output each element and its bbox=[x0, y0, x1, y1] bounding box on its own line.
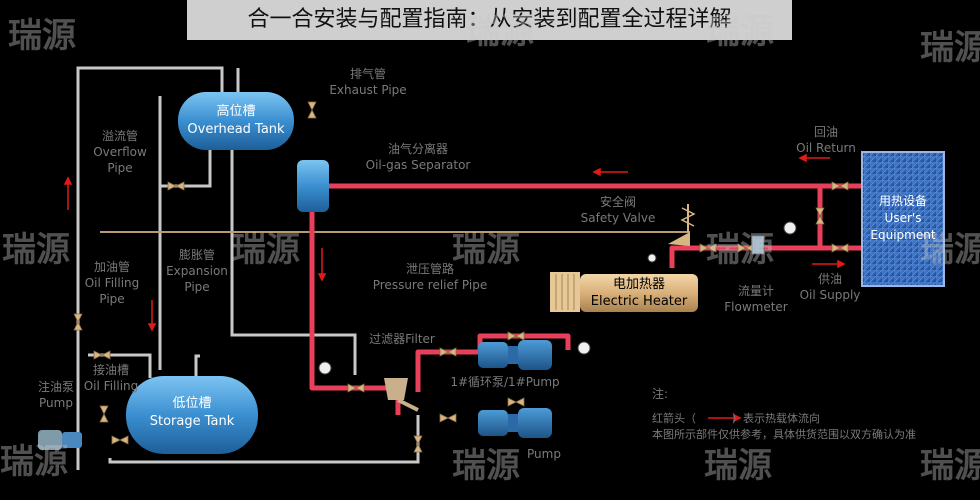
label-separator: 油气分离器 Oil-gas Separator bbox=[352, 141, 484, 173]
storage-tank-cn: 低位槽 bbox=[172, 396, 212, 411]
label-pressure-relief-cn: 泄压管路 bbox=[405, 262, 454, 276]
label-oil-filling-pipe: 加油管 Oil Filling Pipe bbox=[80, 259, 144, 307]
label-expansion-en2: Pipe bbox=[184, 280, 210, 294]
pump-header-pipe bbox=[415, 349, 480, 392]
label-exhaust: 排气管 Exhaust Pipe bbox=[318, 66, 418, 98]
heater-to-user-pipe bbox=[669, 245, 862, 268]
label-pressure-relief-en: Pressure relief Pipe bbox=[372, 278, 488, 292]
label-expansion-en1: Expansion bbox=[166, 264, 228, 278]
pump-2-shape bbox=[478, 408, 552, 438]
storage-tank: 低位槽 Storage Tank bbox=[126, 395, 258, 431]
watermark: 瑞源 bbox=[8, 16, 76, 56]
heater-cn: 电加热器 bbox=[612, 277, 665, 292]
label-overflow: 溢流管 Overflow Pipe bbox=[84, 128, 156, 176]
label-oil-supply: 供油 Oil Supply bbox=[790, 271, 870, 303]
label-oil-pump: 注油泵 Pump bbox=[28, 379, 84, 411]
watermark: 瑞源 bbox=[920, 446, 980, 486]
valves bbox=[73, 101, 849, 453]
label-oil-filling-pipe-en1: Oil Filling bbox=[84, 276, 140, 290]
label-flowmeter-cn: 流量计 bbox=[737, 284, 774, 298]
watermark: 瑞源 bbox=[920, 28, 980, 68]
label-oil-return: 回油 Oil Return bbox=[786, 124, 866, 156]
expansion-pipe bbox=[230, 150, 357, 375]
oil-pump-shape bbox=[38, 430, 82, 450]
label-safety-cn: 安全阀 bbox=[599, 195, 636, 209]
label-oil-pump-en: Pump bbox=[39, 396, 73, 410]
watermark: 瑞源 bbox=[466, 12, 534, 52]
separator-shape bbox=[297, 160, 329, 212]
overhead-tank: 高位槽 Overhead Tank bbox=[178, 103, 294, 139]
pump-1-shape bbox=[478, 340, 552, 370]
heater-shape bbox=[550, 272, 698, 312]
separator-down-pipe bbox=[309, 210, 401, 415]
label-oil-return-en: Oil Return bbox=[796, 141, 856, 155]
notes-line-1a: 红箭头（ bbox=[652, 412, 696, 425]
label-pump-2: Pump bbox=[527, 447, 561, 461]
flow-arrows bbox=[63, 153, 846, 423]
flowmeter-shape bbox=[751, 235, 765, 255]
electric-heater: 电加热器 Electric Heater bbox=[580, 276, 698, 310]
left-outer-pipe bbox=[76, 66, 224, 470]
filter-shape bbox=[384, 378, 419, 412]
gauges bbox=[318, 221, 797, 375]
label-oil-return-cn: 回油 bbox=[813, 125, 838, 139]
label-overflow-en2: Pipe bbox=[107, 161, 133, 175]
label-safety-en: Safety Valve bbox=[580, 211, 656, 225]
label-expansion: 膨胀管 Expansion Pipe bbox=[162, 247, 232, 295]
label-flowmeter-en: Flowmeter bbox=[724, 300, 788, 314]
label-oil-filling-cn: 接油槽 bbox=[92, 363, 129, 377]
label-filter: 过滤器Filter bbox=[369, 332, 435, 346]
label-oil-filling-en: Oil Filling bbox=[83, 379, 139, 393]
label-flowmeter: 流量计 Flowmeter bbox=[716, 283, 796, 315]
heater-en: Electric Heater bbox=[590, 294, 688, 309]
watermark: 瑞源 bbox=[0, 442, 68, 482]
label-exhaust-cn: 排气管 bbox=[349, 67, 386, 81]
label-separator-en: Oil-gas Separator bbox=[365, 158, 471, 172]
label-exhaust-en: Exhaust Pipe bbox=[329, 83, 407, 97]
label-oil-filling-pipe-cn: 加油管 bbox=[93, 260, 130, 274]
watermark: 瑞源 bbox=[706, 230, 774, 270]
label-separator-cn: 油气分离器 bbox=[387, 142, 448, 156]
watermark: 瑞源 bbox=[452, 446, 520, 486]
label-oil-filling: 接油槽 Oil Filling bbox=[78, 362, 144, 394]
overflow-return-pipe bbox=[160, 150, 212, 188]
user-equipment-panel bbox=[861, 151, 945, 287]
notes-line-1: 红箭头（ ）表示热载体流向 bbox=[652, 411, 820, 427]
watermark: 瑞源 bbox=[706, 12, 774, 52]
label-overflow-en1: Overflow bbox=[93, 145, 147, 159]
watermark: 瑞源 bbox=[704, 446, 772, 486]
user-equipment-en2: Equipment bbox=[870, 228, 936, 242]
overhead-tank-en: Overhead Tank bbox=[187, 122, 285, 137]
notes-line-2: 本图所示部件仅供参考，具体供货范围以双方确认为准 bbox=[652, 428, 916, 441]
watermark: 瑞源 bbox=[232, 230, 300, 270]
watermark: 瑞源 bbox=[452, 230, 520, 270]
overhead-tank-cn: 高位槽 bbox=[216, 104, 256, 119]
label-pressure-relief: 泄压管路 Pressure relief Pipe bbox=[364, 261, 496, 293]
storage-tank-shape bbox=[126, 376, 258, 454]
safety-valve-shape bbox=[668, 204, 696, 246]
label-oil-pump-cn: 注油泵 bbox=[37, 380, 74, 394]
notes-title: 注: bbox=[652, 387, 669, 401]
label-overflow-cn: 溢流管 bbox=[101, 129, 138, 143]
watermark: 瑞源 bbox=[920, 230, 980, 270]
watermark: 瑞源 bbox=[2, 230, 70, 270]
label-oil-supply-en: Oil Supply bbox=[799, 288, 861, 302]
storage-tank-en: Storage Tank bbox=[149, 414, 235, 429]
notes-line-1b: ）表示热载体流向 bbox=[732, 412, 820, 425]
user-equipment-cn: 用热设备 bbox=[878, 194, 927, 208]
label-expansion-cn: 膨胀管 bbox=[178, 248, 215, 262]
label-safety-valve: 安全阀 Safety Valve bbox=[566, 194, 670, 226]
overhead-tank-shape bbox=[178, 92, 294, 150]
label-pump-1: 1#循环泵/1#Pump bbox=[450, 375, 560, 389]
page-title: 合一合安装与配置指南：从安装到配置全过程详解 bbox=[187, 0, 792, 40]
user-equipment: 用热设备 User's Equipment bbox=[862, 193, 944, 244]
label-oil-supply-cn: 供油 bbox=[817, 272, 842, 286]
label-oil-filling-pipe-en2: Pipe bbox=[99, 292, 125, 306]
user-equipment-en1: User's bbox=[884, 211, 922, 225]
storage-vent bbox=[194, 354, 200, 378]
